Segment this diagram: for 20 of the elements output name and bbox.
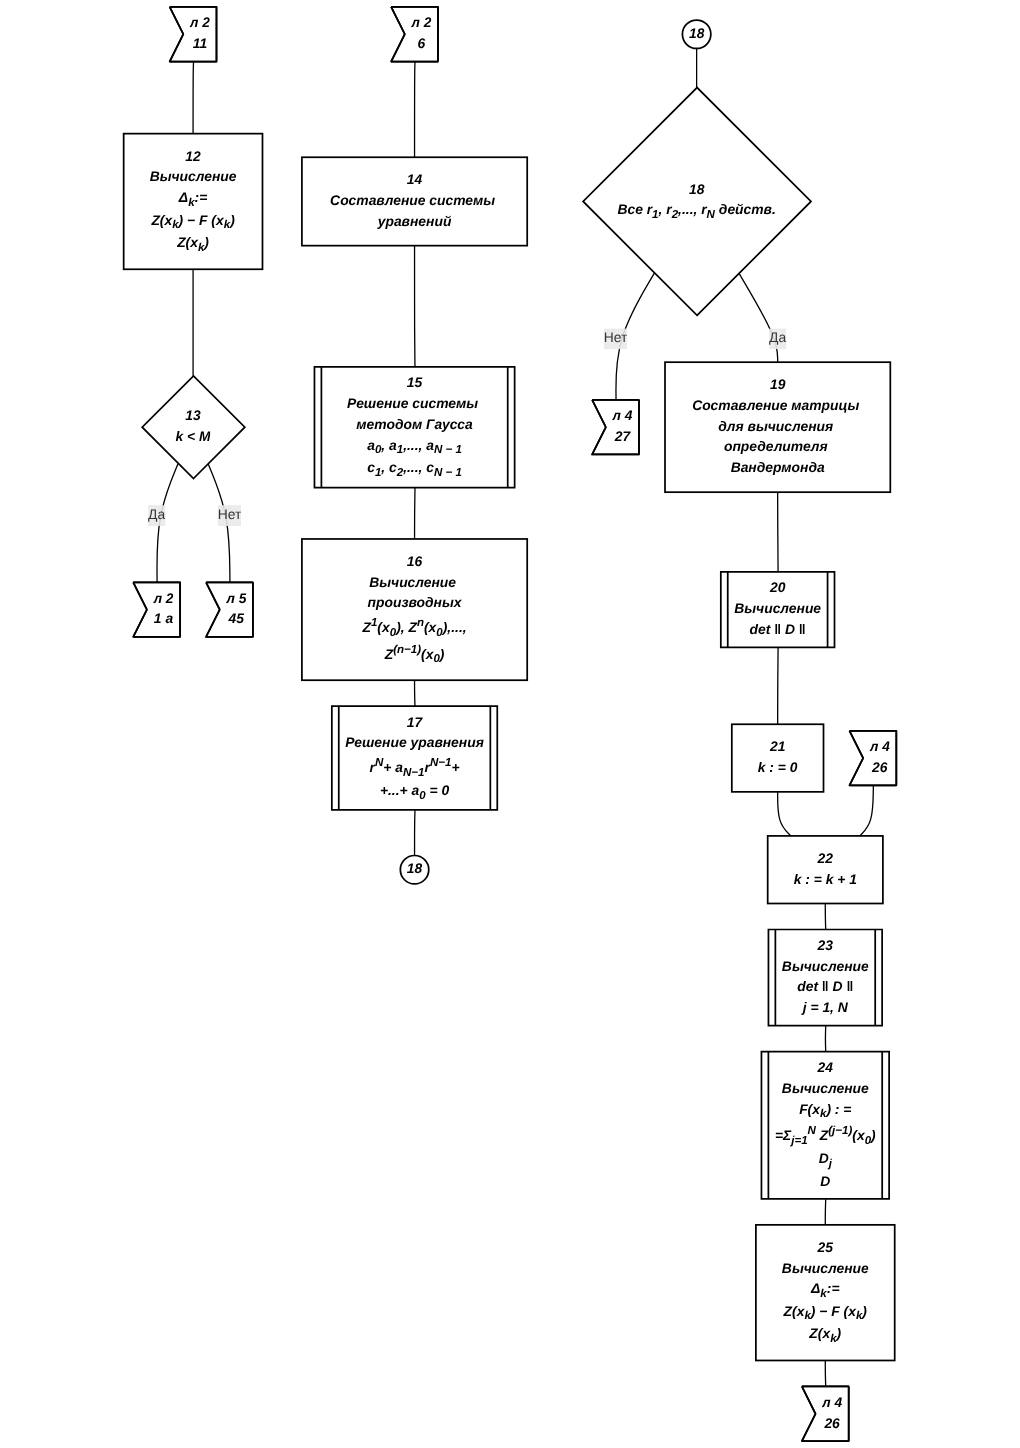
connector <box>207 462 231 584</box>
connector <box>413 487 416 540</box>
connector <box>413 679 416 708</box>
connector <box>413 809 416 857</box>
connector <box>824 1359 827 1388</box>
connector <box>156 462 179 584</box>
connector <box>615 272 655 401</box>
connector <box>777 491 779 573</box>
connector <box>859 785 874 837</box>
connector <box>777 791 792 837</box>
connector <box>192 268 194 377</box>
connector <box>824 902 827 931</box>
connector <box>192 61 195 135</box>
connector <box>824 1198 827 1226</box>
connector <box>777 647 779 725</box>
connector <box>413 245 416 368</box>
connector <box>738 272 779 363</box>
connector <box>413 61 416 158</box>
connector <box>696 47 698 89</box>
connector <box>824 1025 827 1053</box>
